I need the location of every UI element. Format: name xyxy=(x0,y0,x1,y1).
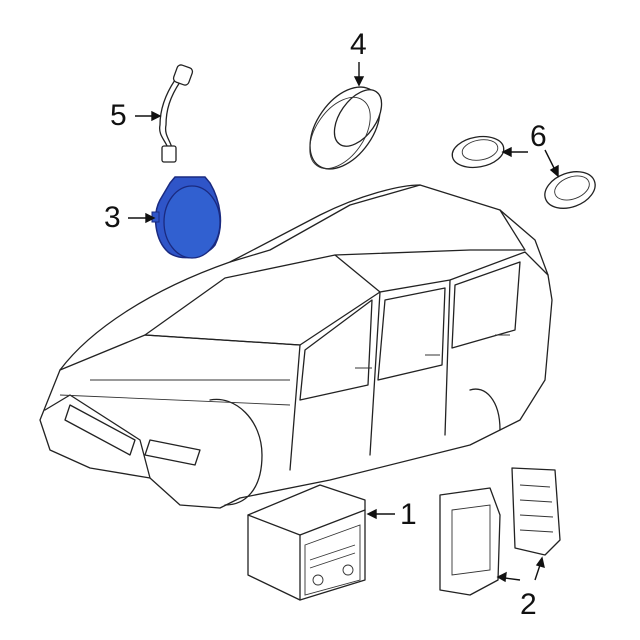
callout-number-3: 3 xyxy=(104,201,121,234)
speaker-part-3-highlighted[interactable] xyxy=(151,176,222,259)
callout-arrows xyxy=(128,62,559,583)
control-module-part-2[interactable] xyxy=(439,467,561,596)
tweeters-part-6[interactable] xyxy=(450,133,600,215)
callout-number-5: 5 xyxy=(110,99,127,132)
speaker-part-4[interactable] xyxy=(296,74,395,181)
callout-number-6: 6 xyxy=(530,120,547,153)
callout-number-1: 1 xyxy=(400,498,417,531)
radio-part-1[interactable] xyxy=(247,484,366,601)
wire-harness-part-5[interactable] xyxy=(158,64,194,163)
callout-number-4: 4 xyxy=(350,28,367,61)
callout-number-2: 2 xyxy=(520,588,537,621)
car-outline xyxy=(39,184,553,509)
